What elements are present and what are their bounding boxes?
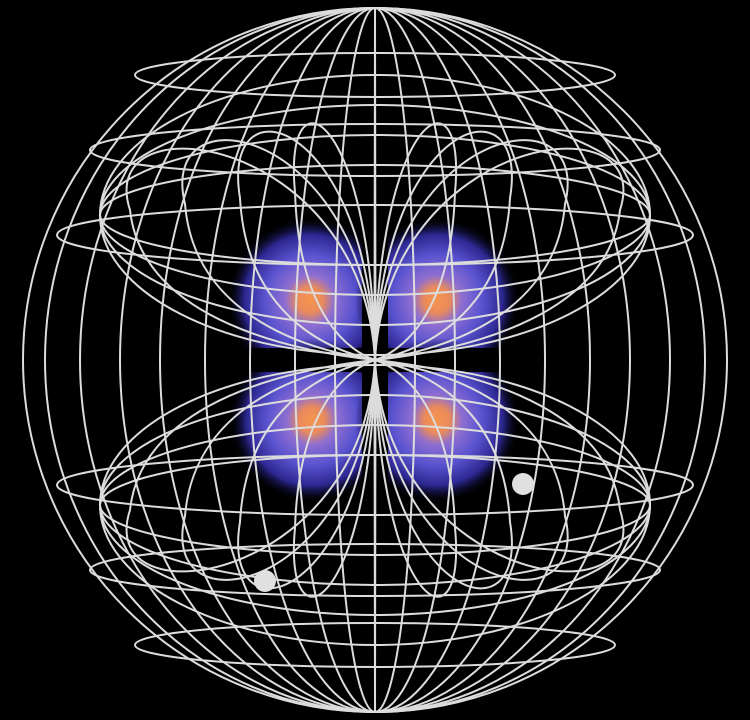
petal-loop-12 [374, 147, 625, 361]
latitude-ring-2 [89, 123, 661, 177]
petal-loop-6 [237, 359, 376, 590]
petal-loop-5 [292, 359, 376, 598]
lobe-2 [355, 218, 519, 382]
latitude-ring-5 [89, 543, 661, 597]
lobe-3 [230, 338, 394, 502]
petal-loop-2 [237, 130, 376, 361]
latitude-ring-6 [134, 622, 616, 668]
wireframe-surface [22, 7, 728, 713]
lobe-1 [228, 218, 392, 382]
meridian-9 [44, 7, 706, 713]
petal-loop-1 [292, 122, 376, 361]
petal-loop-8 [125, 359, 376, 573]
electrons [254, 473, 534, 592]
latitude-ring-1 [134, 52, 616, 98]
petal-loop-13 [374, 359, 458, 598]
electron-2 [254, 570, 276, 592]
electron-1 [512, 473, 534, 495]
petal-loop-16 [374, 359, 625, 573]
lobe-4 [355, 338, 519, 502]
petal-loop-14 [374, 359, 513, 590]
petal-loop-15 [374, 359, 569, 581]
petal-loop-3 [181, 139, 376, 361]
petal-loop-7 [181, 359, 376, 581]
petal-loop-9 [374, 122, 458, 361]
petal-loop-10 [374, 130, 513, 361]
petal-loop-11 [374, 139, 569, 361]
petal-loop-4 [125, 147, 376, 361]
